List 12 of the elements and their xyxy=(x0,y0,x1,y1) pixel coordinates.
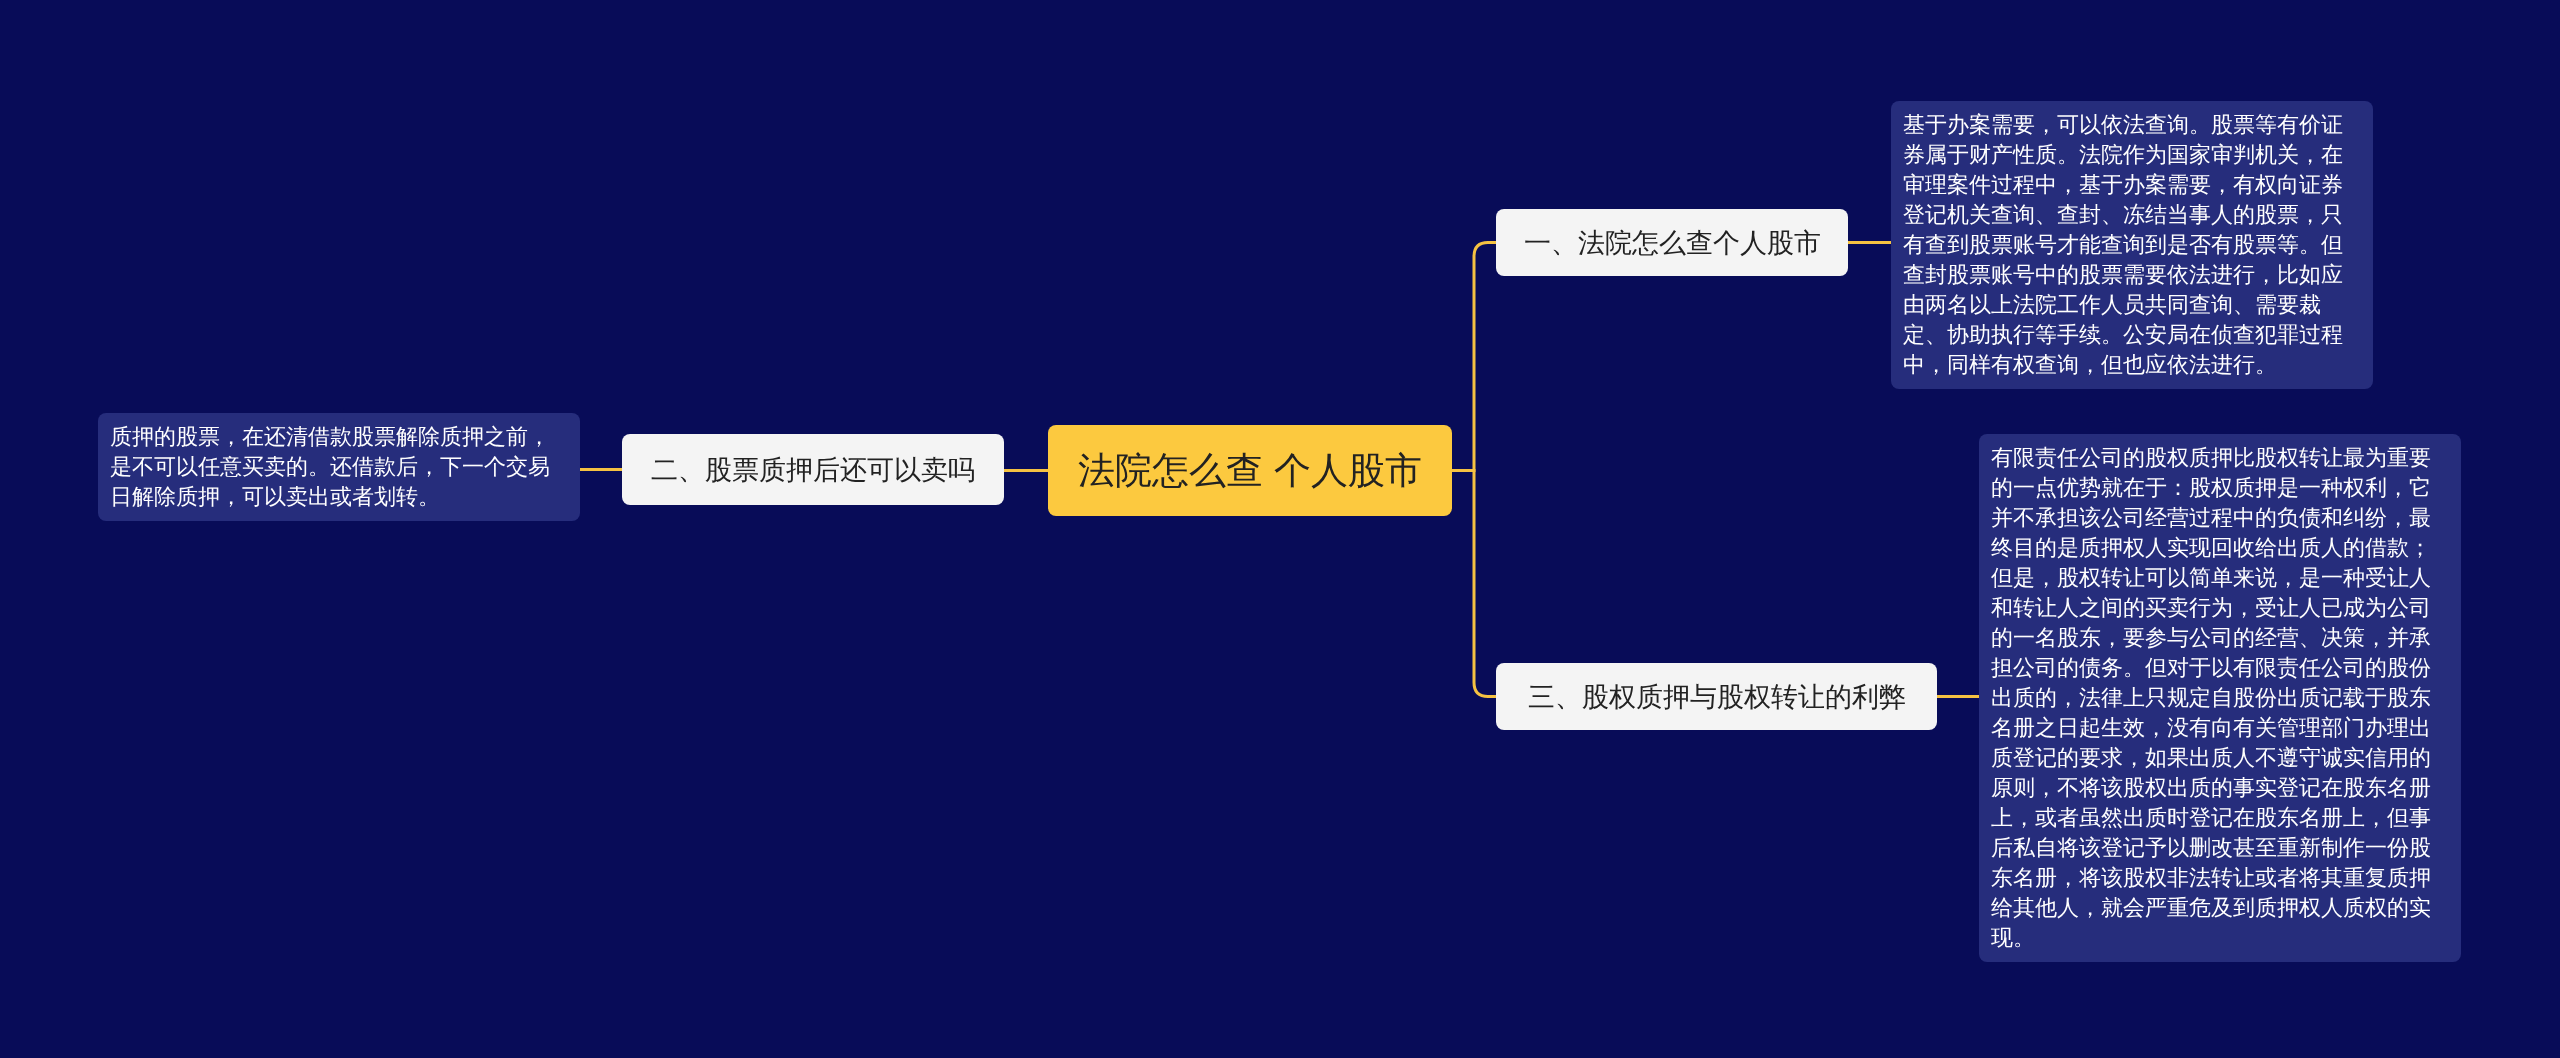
connector-line xyxy=(1004,469,1048,472)
note-box: 质押的股票，在还清借款股票解除质押之前，是不可以任意买卖的。还借款后，下一个交易日解除质押，可以卖出或者划转。 xyxy=(98,413,580,521)
connector-line xyxy=(1937,695,1979,698)
topic-box: 三、股权质押与股权转让的利弊 xyxy=(1496,663,1937,730)
topic-box: 二、股票质押后还可以卖吗 xyxy=(622,434,1004,505)
topic-box: 一、法院怎么查个人股市 xyxy=(1496,209,1848,276)
connector-line xyxy=(580,468,622,471)
connector-line xyxy=(1848,241,1891,244)
note-box: 有限责任公司的股权质押比股权转让最为重要的一点优势就在于：股权质押是一种权利，它并不承担该公司经营过程中的负债和纠纷，最终目的是质押权人实现回收给出质人的借款；但是，股权转让可以简单来说，是一种受让人和转让人之间的买卖行为，受让人已成为公司的一名股东，要参与公司的经营、决策，并承担公司的债务。但对于以有限责任公司的股份出质的，法律上只规定自股份出质记载于股东名册之日起生效，没有向有关管理部门办理出质登记的要求，如果出质人不遵守诚实信用的原则，不将该股权出质的事实登记在股东名册上，或者虽然出质时登记在股东名册上，但事后私自将该登记予以删改甚至重新制作一份股东名册，将该股权非法转让或者将其重复质押给其他人，就会严重危及到质押权人质权的实现。 xyxy=(1979,434,2461,962)
central-topic-box: 法院怎么查 个人股市 xyxy=(1048,425,1452,516)
note-box: 基于办案需要，可以依法查询。股票等有价证券属于财产性质。法院作为国家审判机关，在审理案件过程中，基于办案需要，有权向证券登记机关查询、查封、冻结当事人的股票，只有查到股票账号才能查询到是否有股票等。但查封股票账号中的股票需要依法进行，比如应由两名以上法院工作人员共同查询、需要裁定、协助执行等手续。公安局在侦查犯罪过程中，同样有权查询，但也应依法进行。 xyxy=(1891,101,2373,389)
connector-line xyxy=(1452,469,1496,698)
